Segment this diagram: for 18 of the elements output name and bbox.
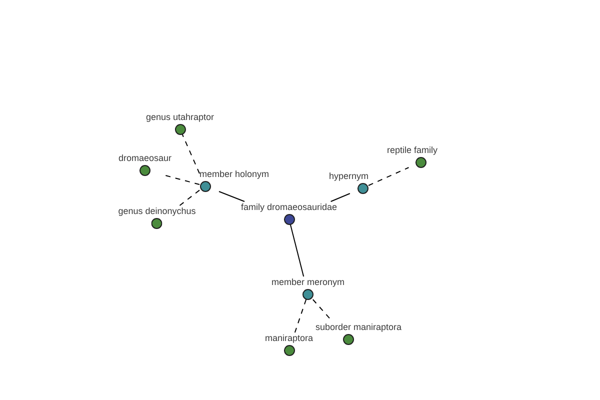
node-label: dromaeosaur [118, 152, 172, 164]
connector-line [218, 191, 245, 202]
connector-line [330, 193, 350, 202]
dashed-connector-line [182, 134, 200, 174]
node-label: suborder maniraptora [316, 322, 402, 332]
node-label: member meronym [272, 276, 344, 288]
node-label: reptile family [386, 144, 438, 156]
connector-line [290, 224, 304, 277]
dashed-connector-line [294, 299, 307, 333]
dashed-connector-line [165, 175, 200, 185]
dashed-connector-line [179, 190, 200, 206]
node-label: member holonym [200, 168, 270, 180]
node-label: maniraptora [264, 332, 314, 344]
node-label: hypernym [328, 170, 368, 182]
dashed-connector-line [368, 167, 410, 186]
node-label: genus utahraptor [146, 112, 214, 122]
node-label: genus deinonychus [118, 206, 196, 216]
node-label: family dromaeosauridae [240, 202, 338, 212]
